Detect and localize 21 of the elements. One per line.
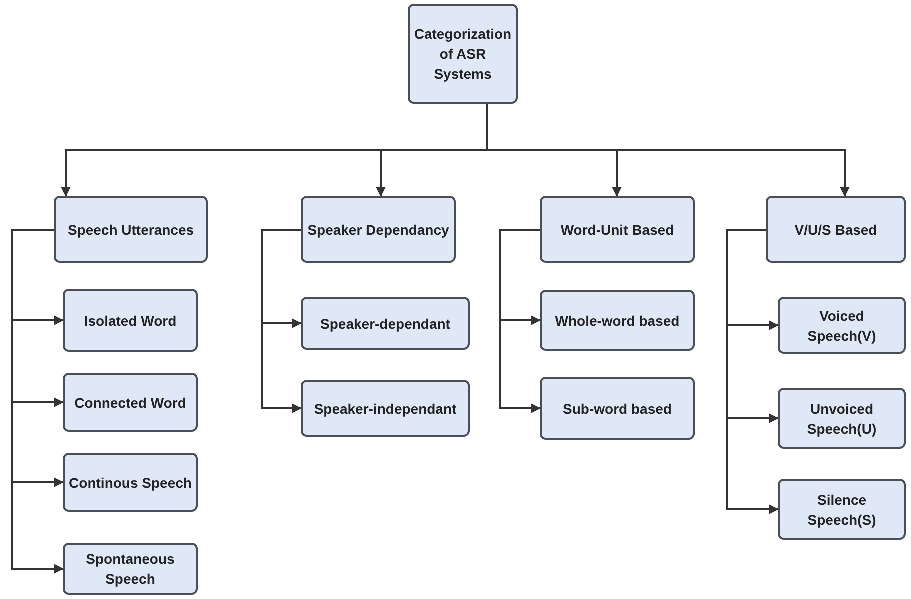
category-box: Sub-word based (540, 377, 695, 440)
category-box: Voiced Speech(V) (778, 297, 906, 354)
category-box: V/U/S Based (766, 196, 906, 263)
category-box: Whole-word based (540, 290, 695, 351)
connector-arrow (261, 230, 302, 414)
category-box: Word-Unit Based (540, 196, 695, 263)
category-box: Isolated Word (63, 289, 198, 352)
category-box: Silence Speech(S) (778, 479, 906, 540)
category-box: Continous Speech (63, 453, 198, 512)
category-box: Speaker-independant (301, 380, 470, 437)
connector-arrow (499, 230, 541, 414)
category-box: Speech Utterances (54, 196, 208, 263)
category-box: Speaker-dependant (301, 297, 470, 350)
category-box: Connected Word (63, 373, 198, 432)
category-box: Unvoiced Speech(U) (778, 388, 906, 449)
category-box: Categorization of ASR Systems (408, 4, 518, 104)
connector-arrow (726, 230, 779, 514)
connector-arrow (486, 104, 850, 197)
category-box: Speaker Dependancy (301, 196, 456, 263)
category-box: Spontaneous Speech (63, 543, 198, 595)
connector-arrow (11, 230, 64, 574)
